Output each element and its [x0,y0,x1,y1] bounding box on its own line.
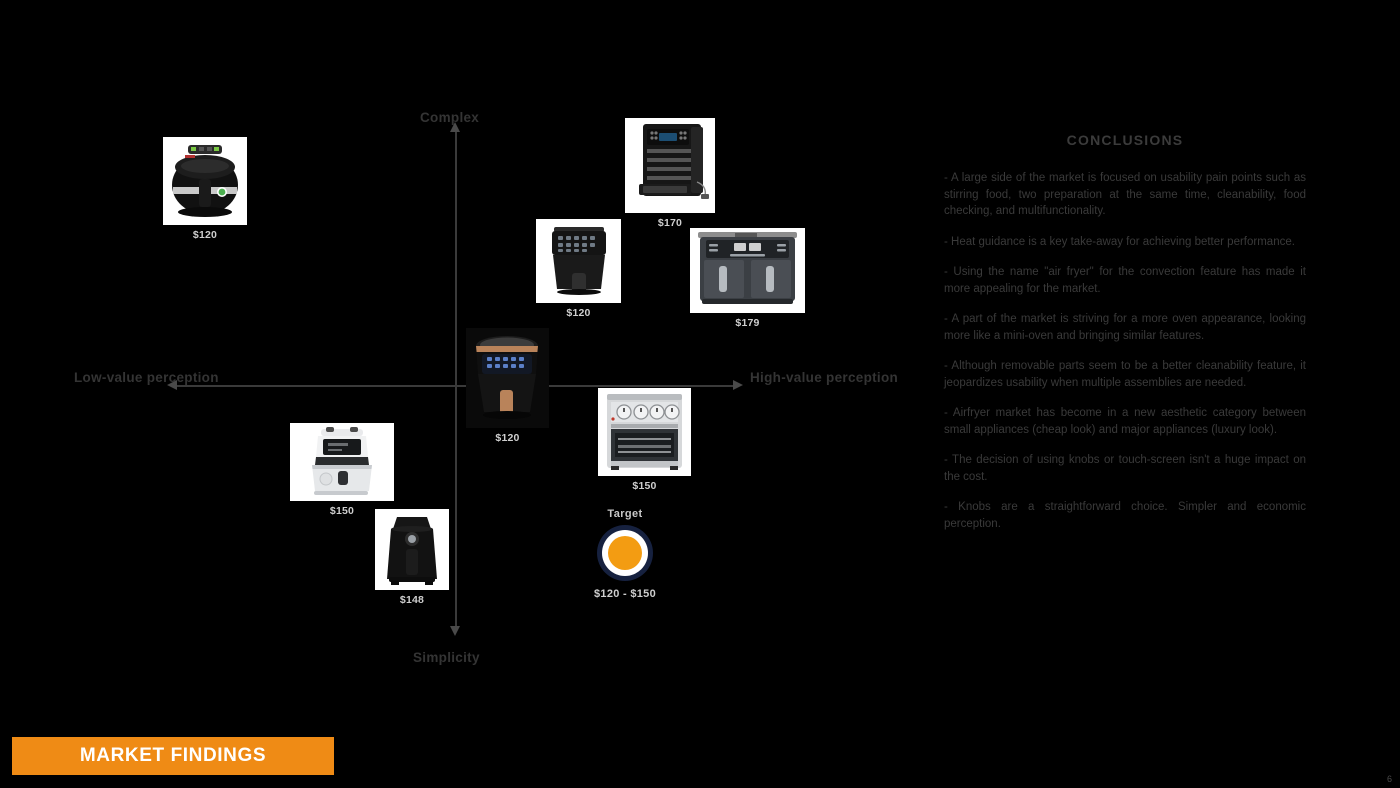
section-banner: MARKET FINDINGS [12,737,334,775]
axis-arrow-right-icon [733,380,743,390]
conclusion-bullet: - Heat guidance is a key take-away for a… [944,235,1295,248]
product-item[interactable]: $120 [536,219,621,319]
product-image [536,219,621,303]
page-number: 6 [1386,774,1392,784]
target-price-range: $120 - $150 [593,588,657,600]
product-image [625,118,715,213]
product-item[interactable]: $148 [375,509,449,606]
product-price: $150 [632,480,657,492]
product-price: $150 [329,505,355,517]
product-item[interactable]: $120 [466,328,549,444]
product-price: $170 [657,217,683,229]
product-image [598,388,691,476]
horizontal-axis [175,385,735,387]
section-banner-label: MARKET FINDINGS [79,745,267,766]
conclusions-title: CONCLUSIONS [1066,132,1184,148]
axis-label-simplicity: Simplicity [413,650,480,665]
positioning-matrix: Complex Simplicity Low-value perception … [74,110,899,665]
product-image [466,328,549,428]
product-price: $179 [735,317,760,329]
conclusion-bullet: - Airfryer market has become in a new ae… [944,407,1306,436]
conclusion-bullet: - Although removable parts seem to be a … [944,360,1306,389]
target-marker[interactable]: Target $120 - $150 [562,508,688,600]
conclusion-bullet: - A large side of the market is focused … [944,172,1306,217]
product-price: $120 [566,307,591,319]
product-image [290,423,394,501]
product-price: $120 [495,432,520,444]
product-image [690,228,805,313]
axis-label-complex: Complex [420,110,480,125]
product-price: $148 [399,594,425,606]
product-item[interactable]: $150 [290,423,394,517]
axis-arrow-left-icon [167,380,177,390]
axis-arrow-up-icon [450,122,460,132]
axis-arrow-down-icon [450,626,460,636]
target-ring-icon [597,525,653,581]
conclusion-bullet: - The decision of using knobs or touch-s… [944,454,1306,483]
conclusion-bullet: - A part of the market is striving for a… [944,313,1306,342]
product-price: $120 [192,229,218,241]
product-item[interactable]: $179 [690,228,805,329]
product-image [163,137,247,225]
axis-label-high-value: High-value perception [750,370,899,385]
product-item[interactable]: $170 [625,118,715,229]
target-label: Target [607,508,643,520]
conclusion-bullet: - Using the name "air fryer" for the con… [944,266,1306,295]
conclusions-panel: CONCLUSIONS - A large side of the market… [944,132,1306,546]
product-item[interactable]: $150 [598,388,691,492]
conclusion-bullet: - Knobs are a straightforward choice. Si… [944,501,1306,530]
product-item[interactable]: $120 [163,137,247,241]
vertical-axis [455,130,457,630]
product-image [375,509,449,590]
axis-label-low-value: Low-value perception [74,370,219,385]
